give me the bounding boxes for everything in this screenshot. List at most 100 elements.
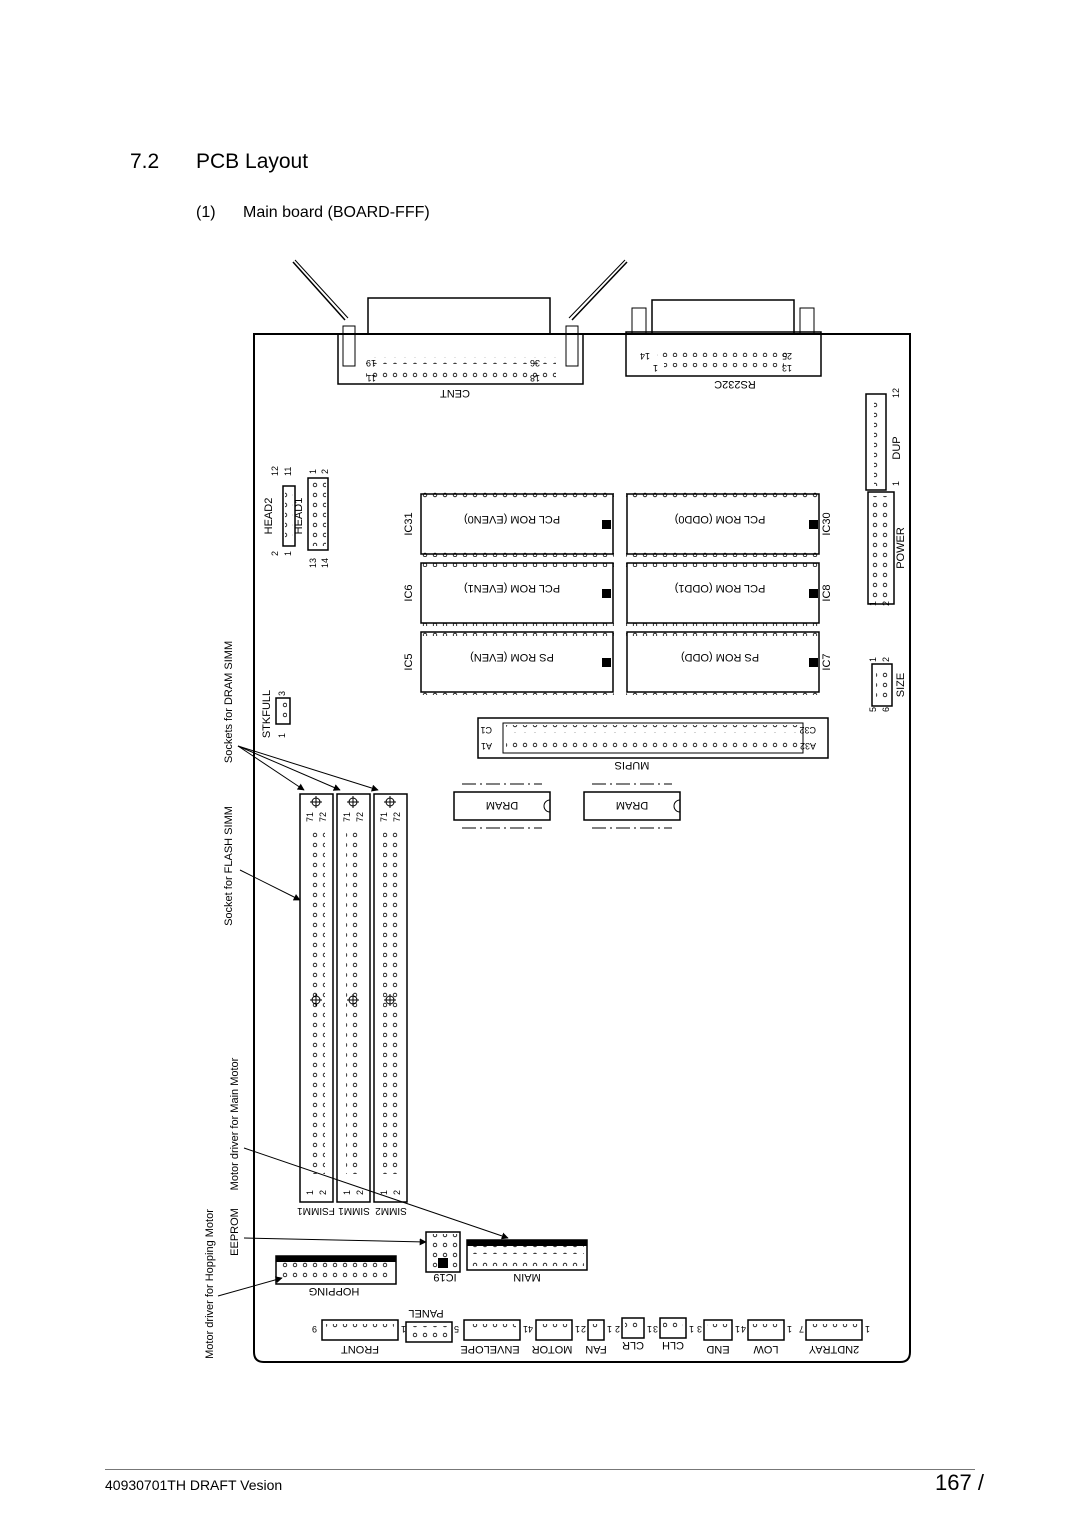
envelope-pin-left: 5 — [454, 1324, 459, 1334]
simm2-pin-72: 72 — [392, 812, 402, 822]
fsimm1-pin-72: 72 — [318, 812, 328, 822]
simm-socket-simm2: 71 72 1 2 SIMM2 — [373, 793, 408, 1216]
board-outline — [253, 333, 911, 1363]
clh-pin-right: 1 — [689, 1324, 694, 1334]
fsimm1-label: FSIMM1 — [297, 1205, 335, 1216]
callout-dram-simm: Sockets for DRAM SIMM — [223, 641, 235, 763]
power-label: POWER — [895, 527, 907, 569]
fsimm1-pin-2: 2 — [318, 1190, 328, 1195]
rs232c-pin-25: 25 — [782, 351, 792, 361]
front-pin-left: 9 — [312, 1324, 317, 1334]
stkfull-pin-3: 3 — [277, 691, 287, 696]
cent-pin-19: 19 — [366, 358, 376, 368]
head2-label: HEAD2 — [263, 498, 275, 535]
callout-hopping-motor: Motor driver for Hopping Motor — [204, 1209, 216, 1359]
motor-label: MOTOR — [532, 1343, 573, 1355]
ic19-eeprom: IC19 — [425, 1231, 461, 1283]
hopping-motor-driver: HOPPING — [275, 1255, 397, 1297]
motor-pin-left: 4 — [528, 1324, 533, 1334]
ic7-label: PS ROM (ODD) — [681, 651, 759, 663]
head2-pin-2: 2 — [270, 551, 280, 556]
ic5-label: PS ROM (EVEN) — [470, 651, 554, 663]
end-pin-right: 1 — [735, 1324, 740, 1334]
ic30-id: IC30 — [821, 512, 833, 535]
ic30-label: PCL ROM (ODD0) — [675, 513, 766, 525]
end-connector: 3 1 END — [697, 1319, 740, 1355]
callouts: Sockets for DRAM SIMM Socket for FLASH S… — [204, 641, 509, 1359]
simm1-pin-1: 1 — [342, 1190, 352, 1195]
simm1-label: SIMM1 — [338, 1205, 370, 1216]
dram-chip-2: DRAM — [583, 783, 681, 829]
clr-label: CLR — [622, 1339, 644, 1351]
main-label: MAIN — [513, 1271, 541, 1283]
fsimm1-pin-1: 1 — [305, 1190, 315, 1195]
clh-label: CLH — [662, 1339, 684, 1351]
clh-pin-left: 3 — [653, 1324, 658, 1334]
chip-ic6: PCL ROM (EVEN1) IC6 — [403, 561, 614, 626]
motor-connector: 4 1 MOTOR — [528, 1319, 580, 1355]
stkfull-connector: STKFULL 1 3 — [261, 690, 291, 738]
cent-label: CENT — [440, 387, 470, 399]
stkfull-pin-1: 1 — [277, 733, 287, 738]
page-number: 167 / — [935, 1470, 984, 1495]
dram-1-label: DRAM — [486, 799, 518, 811]
panel-connector: PANEL — [405, 1307, 453, 1343]
motor-pin-right: 1 — [575, 1324, 580, 1334]
envelope-label: ENVELOPE — [460, 1343, 519, 1355]
simm2-pin-71: 71 — [379, 812, 389, 822]
power-pin-2: 2 — [881, 601, 891, 606]
head2-connector: HEAD2 12 11 2 1 — [263, 466, 296, 556]
cent-pin-36: 36 — [530, 358, 540, 368]
size-pin-6: 6 — [881, 707, 891, 712]
simm-socket-simm1: 71 72 1 2 SIMM1 — [336, 793, 371, 1216]
panel-label: PANEL — [408, 1307, 443, 1319]
low-pin-left: 4 — [741, 1324, 746, 1334]
ic8-label: PCL ROM (ODD1) — [675, 582, 766, 594]
head2-pin-1: 1 — [283, 551, 293, 556]
head1-pin-13: 13 — [308, 558, 318, 568]
clr-pin-right: 1 — [647, 1324, 652, 1334]
chip-ic5: PS ROM (EVEN) IC5 — [403, 630, 614, 695]
fan-label: FAN — [585, 1343, 606, 1355]
mupis-pin-a32: A32 — [800, 741, 816, 751]
mupis-connector: C1 A1 C32 A32 MUPIS — [477, 717, 829, 771]
chip-ic30: PCL ROM (ODD0) IC30 — [626, 492, 833, 557]
head2-pin-12: 12 — [270, 466, 280, 476]
callout-flash-simm: Socket for FLASH SIMM — [223, 806, 235, 926]
callout-main-motor: Motor driver for Main Motor — [229, 1057, 241, 1190]
dup-connector: DUP 12 1 — [865, 388, 903, 491]
footer-rule — [105, 1469, 975, 1470]
end-label: END — [706, 1343, 729, 1355]
envelope-connector: 5 1 ENVELOPE — [454, 1319, 528, 1355]
head1-pin-14: 14 — [320, 558, 330, 568]
rs232c-pin-1: 1 — [653, 363, 658, 373]
stkfull-label: STKFULL — [261, 690, 273, 738]
simm1-pin-72: 72 — [355, 812, 365, 822]
head1-connector: HEAD1 1 2 13 14 — [293, 469, 330, 568]
ic6-id: IC6 — [403, 584, 415, 601]
cent-pin-18: 18 — [530, 373, 540, 383]
ic6-label: PCL ROM (EVEN1) — [464, 582, 560, 594]
envelope-pin-right: 1 — [523, 1324, 528, 1334]
hopping-label: HOPPING — [309, 1285, 360, 1297]
dup-label: DUP — [891, 436, 903, 459]
dup-pin-1: 1 — [891, 481, 901, 486]
cent-connector: 19 36 11 18 CENT — [292, 259, 628, 399]
fan-pin-left: 2 — [581, 1324, 586, 1334]
section-title: PCB Layout — [196, 150, 309, 173]
end-pin-left: 3 — [697, 1324, 702, 1334]
fsimm1-pin-71: 71 — [305, 812, 315, 822]
footer-doc-id: 40930701TH DRAFT Vesion — [105, 1477, 283, 1493]
size-pin-2: 2 — [881, 657, 891, 662]
mupis-label: MUPIS — [615, 759, 650, 771]
head1-label: HEAD1 — [293, 498, 305, 535]
mupis-pin-a1: A1 — [481, 741, 492, 751]
size-pin-1: 1 — [868, 657, 878, 662]
main-motor-driver: MAIN — [466, 1239, 588, 1283]
dram-chip-1: DRAM — [453, 783, 551, 829]
simm2-label: SIMM2 — [375, 1205, 407, 1216]
fan-pin-right: 1 — [607, 1324, 612, 1334]
size-pin-5: 5 — [868, 707, 878, 712]
ic7-id: IC7 — [821, 653, 833, 670]
